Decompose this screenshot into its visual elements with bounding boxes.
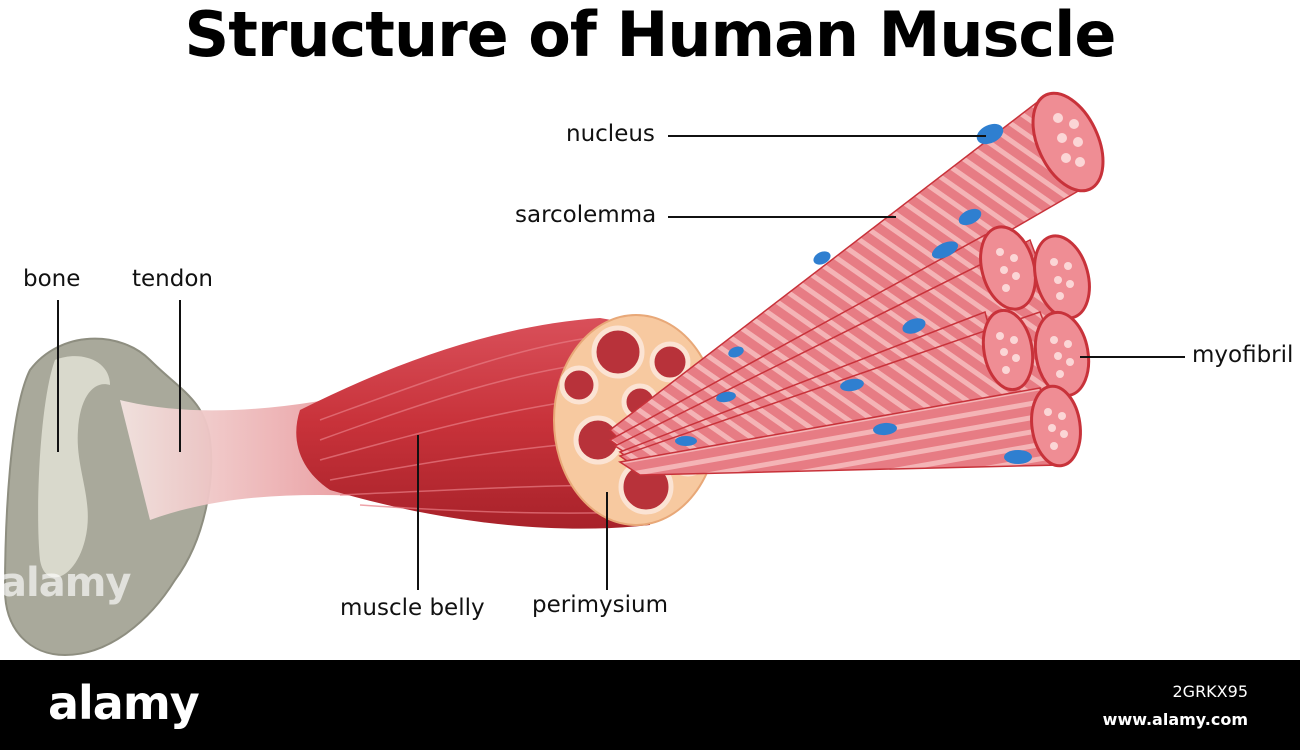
nucleus-6 [728, 346, 744, 358]
myofibril-dots [996, 113, 1085, 450]
myofibril-cap-4 [981, 308, 1035, 392]
myofibril-cap-1 [1031, 91, 1105, 193]
nuclei [675, 123, 1032, 464]
label-tendon: tendon [132, 266, 213, 292]
label-muscle-belly: muscle belly [340, 595, 485, 621]
nucleus-1 [976, 123, 1004, 145]
diagram-title: Structure of Human Muscle [184, 0, 1117, 71]
myofibril-end-caps [979, 91, 1105, 468]
label-nucleus: nucleus [566, 121, 655, 147]
muscle-fibers [608, 98, 1081, 476]
muscle-belly-shape [296, 318, 650, 529]
footer-bar: alamy 2GRKX95 www.alamy.com [0, 660, 1300, 750]
myofibril-cap-2 [979, 225, 1037, 311]
nucleus-9 [873, 422, 897, 436]
muscle-diagram [3, 91, 1185, 657]
nucleus-4 [813, 251, 831, 265]
nucleus-5 [902, 318, 926, 334]
label-myofibril: myofibril [1192, 342, 1294, 368]
nucleus-7 [840, 378, 864, 392]
nucleus-10 [675, 436, 697, 446]
footer-logo: alamy [48, 676, 200, 730]
label-perimysium: perimysium [532, 592, 668, 618]
nucleus-8 [716, 391, 736, 403]
leader-lines [57, 135, 1185, 590]
footer-image-id: 2GRKX95 [1172, 682, 1248, 701]
nucleus-3 [931, 241, 959, 259]
label-sarcolemma: sarcolemma [515, 202, 657, 228]
bone-highlight [38, 356, 110, 578]
footer-url: www.alamy.com [1102, 710, 1248, 729]
nucleus-11 [1004, 450, 1032, 464]
nucleus-2 [958, 208, 982, 226]
watermark-text: alamy [0, 560, 131, 606]
myofibril-cap-6 [1030, 384, 1082, 468]
label-bone: bone [23, 266, 81, 292]
